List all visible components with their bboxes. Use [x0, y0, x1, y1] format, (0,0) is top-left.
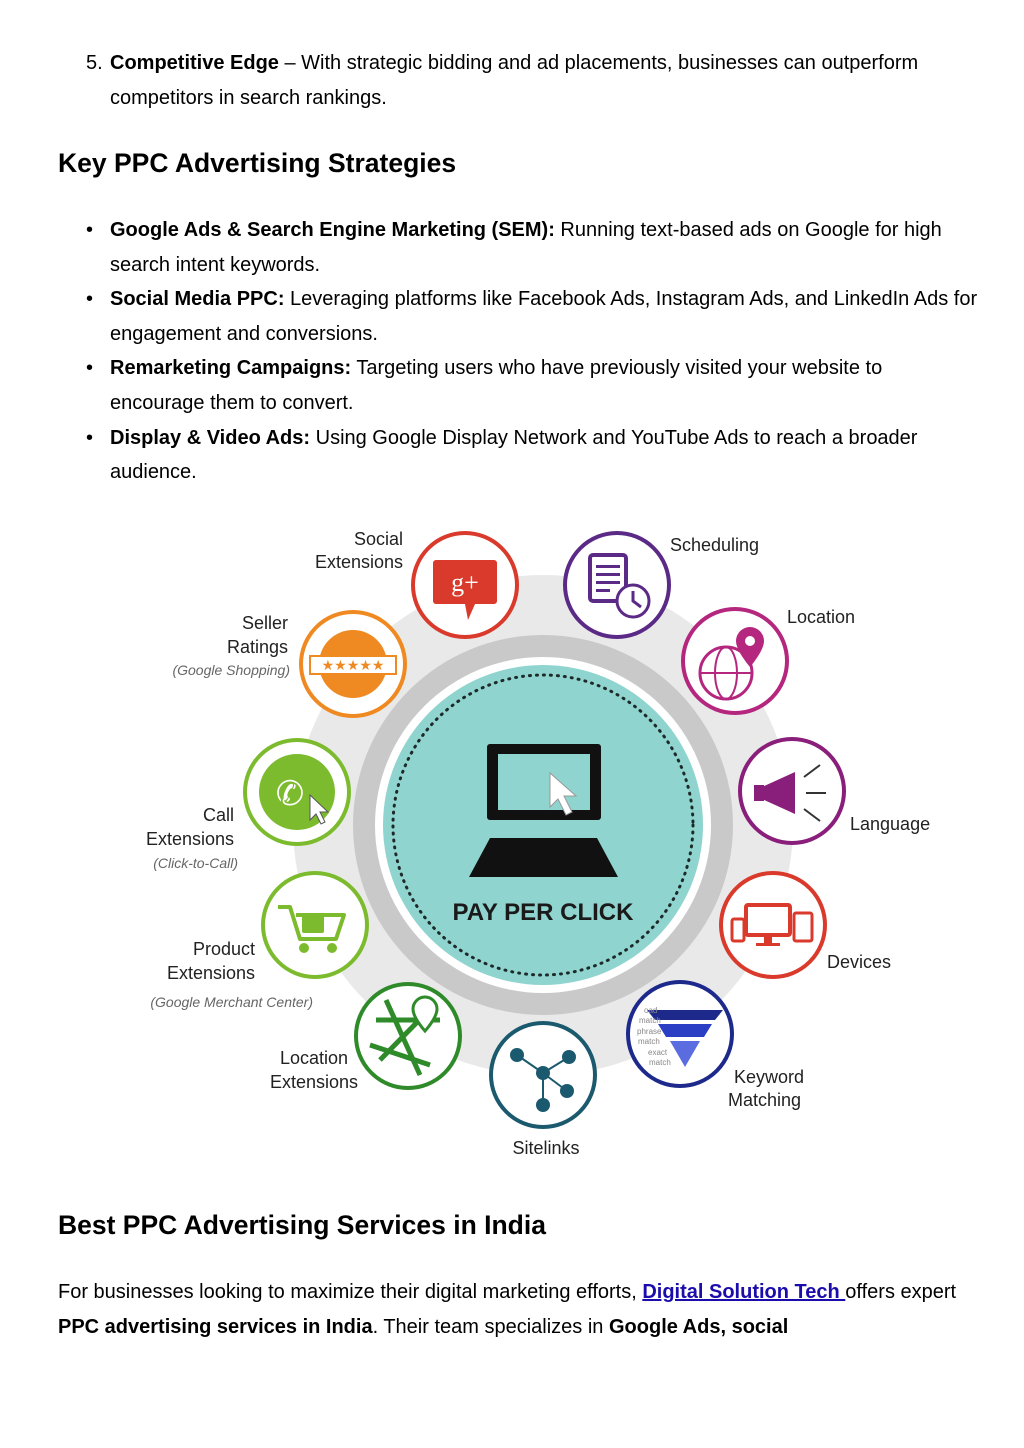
label-location-extensions-2: Extensions: [270, 1072, 358, 1092]
item-bold-title: Competitive Edge: [110, 52, 279, 74]
label-keyword-matching-2: Matching: [728, 1090, 801, 1110]
strategy-text: Using Google Display Network and YouTube…: [110, 426, 918, 484]
gplus-icon: [433, 560, 497, 604]
strategy-title: Social Media PPC:: [110, 288, 285, 311]
para-text: . Their team specializes in: [372, 1315, 609, 1338]
center-disc: [383, 665, 703, 985]
cursor-icon: [309, 793, 330, 825]
list-item: Google Ads & Search Engine Marketing (SE…: [58, 213, 978, 282]
svg-text:✆: ✆: [276, 774, 305, 814]
phone-device-icon: [730, 917, 746, 943]
label-seller-ratings-2: Ratings: [227, 637, 288, 657]
pin-icon: [411, 995, 439, 1034]
para-text: For businesses looking to maximize their…: [58, 1281, 643, 1303]
location-extensions-node: [354, 982, 462, 1090]
ppc-diagram: PAY PER CLICK g+ Social Extensions Sched…: [146, 529, 930, 1158]
para-text: offers expert: [845, 1281, 957, 1303]
strategy-title: Google Ads & Search Engine Marketing (SE…: [110, 219, 555, 241]
para-bold: PPC advertising services in India: [58, 1315, 373, 1338]
item-text: – With strategic bidding and ad placemen…: [110, 52, 919, 109]
clipboard-icon: [588, 553, 628, 603]
best-services-paragraph: For businesses looking to maximize their…: [58, 1275, 978, 1344]
product-extensions-node: [261, 871, 369, 979]
label-seller-ratings-1: Seller: [242, 613, 288, 633]
label-social-extensions-1: Social: [354, 529, 403, 549]
pin-icon: [736, 627, 764, 667]
cart-icon: [278, 905, 346, 941]
label-call-extensions-2: Extensions: [146, 829, 234, 849]
label-product-extensions-2: Extensions: [167, 963, 255, 983]
gplus-text: g+: [451, 568, 479, 597]
tablet-icon: [792, 911, 814, 943]
social-extensions-node: g+: [411, 531, 519, 639]
label-product-extensions-1: Product: [193, 939, 255, 959]
label-sitelinks: Sitelinks: [512, 1138, 579, 1158]
label-social-extensions-2: Extensions: [315, 552, 403, 572]
location-node: [681, 607, 789, 715]
funnel-word: match: [649, 1058, 671, 1067]
dotted-ring: [391, 673, 695, 977]
label-devices: Devices: [827, 952, 891, 972]
funnel-word: exact: [648, 1048, 668, 1057]
strategy-text: Running text-based ads on Google for hig…: [110, 219, 942, 276]
seller-ratings-node: ★★★★★: [299, 610, 407, 718]
list-item: Remarketing Campaigns: Targeting users w…: [58, 351, 978, 420]
funnel-word: phrase: [637, 1027, 662, 1036]
strategies-list: Google Ads & Search Engine Marketing (SE…: [58, 213, 978, 490]
label-product-extensions-sub: (Google Merchant Center): [150, 994, 313, 1010]
sitelinks-node: [489, 1021, 597, 1129]
strategy-text: Targeting users who have previously visi…: [110, 357, 883, 414]
strategy-text: Leveraging platforms like Facebook Ads, …: [110, 288, 978, 345]
language-node: [738, 737, 846, 845]
center-label: PAY PER CLICK: [453, 899, 635, 926]
label-location-extensions-1: Location: [280, 1048, 348, 1068]
funnel-icon: [647, 1010, 723, 1020]
para-bold: Google Ads, social: [608, 1315, 789, 1338]
heading-key-strategies: Key PPC Advertising Strategies: [58, 148, 457, 178]
label-call-extensions-1: Call: [203, 805, 234, 825]
digital-solution-tech-link[interactable]: Digital Solution Tech: [642, 1281, 846, 1303]
funnel-word: oad: [644, 1006, 657, 1015]
list-item: Display & Video Ads: Using Google Displa…: [58, 421, 978, 490]
heading-best-services: Best PPC Advertising Services in India: [58, 1210, 546, 1240]
megaphone-icon: [762, 772, 795, 814]
stars-icon: ★★★★★: [322, 658, 385, 674]
label-language: Language: [850, 814, 930, 834]
label-keyword-matching-1: Keyword: [734, 1067, 804, 1087]
keyword-matching-node: oad match phrase match exact match: [626, 980, 734, 1088]
label-seller-ratings-sub: (Google Shopping): [172, 662, 290, 678]
label-call-extensions-sub: (Click-to-Call): [153, 855, 238, 871]
strategy-title: Display & Video Ads:: [110, 426, 311, 449]
strategy-title: Remarketing Campaigns:: [110, 357, 352, 380]
numbered-item-5: 5. Competitive Edge – With strategic bid…: [86, 46, 966, 115]
funnel-word: match: [639, 1016, 661, 1025]
list-item: Social Media PPC: Leveraging platforms l…: [58, 282, 978, 351]
label-scheduling: Scheduling: [670, 535, 759, 555]
laptop-icon: [469, 744, 618, 877]
call-extensions-node: ✆: [243, 738, 351, 846]
label-location: Location: [787, 607, 855, 627]
funnel-word: match: [638, 1037, 660, 1046]
item-number: 5.: [86, 52, 103, 74]
devices-node: [719, 871, 827, 979]
scheduling-node: [563, 531, 671, 639]
